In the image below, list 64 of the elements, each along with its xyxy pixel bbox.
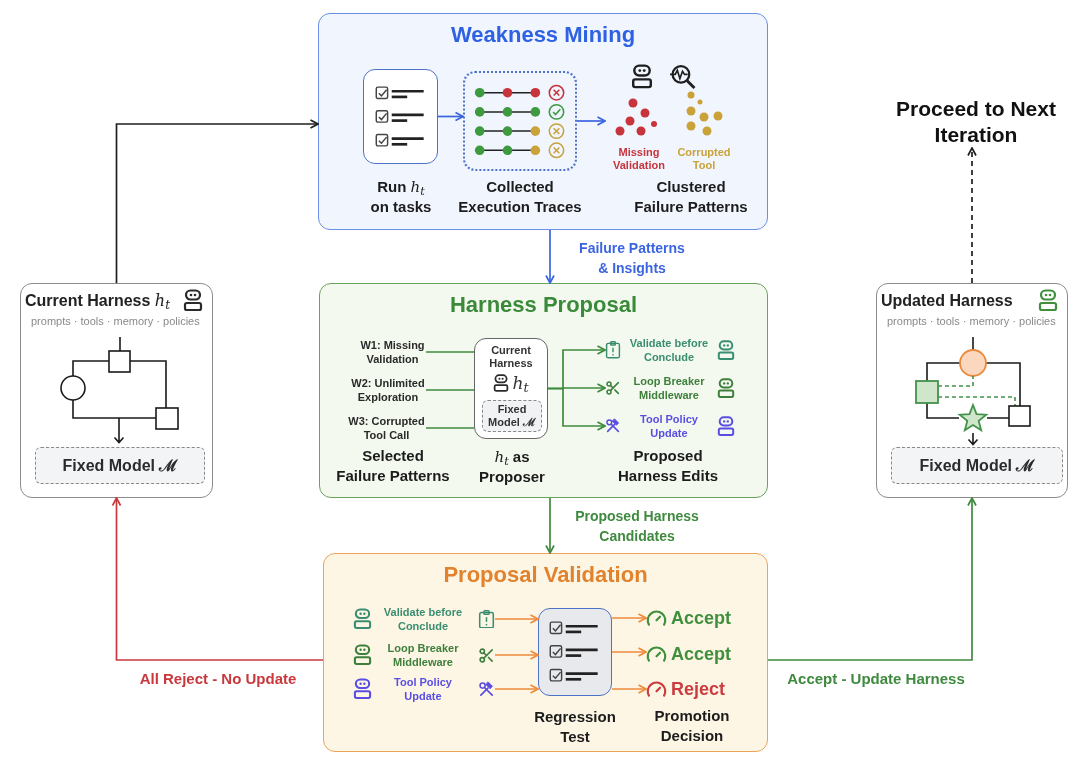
subtitle: prompts · tools · memory · policies <box>31 315 200 328</box>
node-label: h$_{t}$ as Proposer <box>478 447 546 487</box>
pattern-text: W1: Missing Validation <box>359 338 426 366</box>
dashed-arrow <box>967 147 977 284</box>
panel-title: Proposal Validation <box>443 561 648 589</box>
arrow <box>545 497 555 554</box>
box-text: Fixed Model ℳ <box>487 403 537 429</box>
math-symbol: h$_{t}$ <box>512 373 529 394</box>
arrow <box>576 116 606 126</box>
stage-panel <box>323 553 768 752</box>
node-label: Clustered Failure Patterns <box>633 177 749 217</box>
harness-panel <box>20 283 213 498</box>
edit-text: Tool Policy Update <box>393 675 453 703</box>
stage-panel <box>318 13 768 230</box>
node-label: Run h$_{t}$ on tasks <box>369 177 433 217</box>
pattern-text: W2: Unlimited Exploration <box>350 376 426 404</box>
arrow <box>611 647 647 657</box>
decision-text: Accept <box>671 643 732 666</box>
edit-text: Loop Breaker Middleware <box>386 641 460 669</box>
node-label: Regression Test <box>533 707 617 747</box>
trace-box <box>463 71 577 171</box>
checklist-card <box>538 608 612 696</box>
arrow <box>547 387 606 431</box>
cluster-label: Missing Validation <box>612 146 666 172</box>
connector-line <box>425 389 475 391</box>
proposer-box <box>474 338 548 439</box>
arrow <box>611 684 647 694</box>
arrow <box>545 229 555 284</box>
column-caption: Proposed Harness Edits <box>616 446 719 486</box>
box-text: Fixed Model ℳ <box>919 455 1035 476</box>
panel-title: Updated Harness <box>881 291 1013 311</box>
model-box <box>35 447 205 484</box>
column-caption: Promotion Decision <box>653 706 731 746</box>
arrow <box>494 650 539 660</box>
edit-text: Validate before Conclude <box>628 336 710 364</box>
checklist-card <box>363 69 438 164</box>
arrow <box>437 111 464 122</box>
node-label: Collected Execution Traces <box>457 177 583 217</box>
harness-panel <box>876 283 1068 498</box>
edit-text: Tool Policy Update <box>639 412 699 440</box>
subtitle: prompts · tools · memory · policies <box>887 315 1056 328</box>
panel-title: Current Harness h$_{t}$ <box>25 291 170 311</box>
box-text: Fixed Model ℳ <box>62 455 178 476</box>
panel-title: Weakness Mining <box>450 21 636 49</box>
arrow <box>611 613 647 623</box>
pattern-text: W3: Corrupted Tool Call <box>347 414 426 442</box>
heading: Proceed to Next Iteration <box>892 96 1060 148</box>
model-box <box>891 447 1063 484</box>
edit-text: Loop Breaker Middleware <box>632 374 706 402</box>
stage-panel <box>319 283 768 498</box>
decision-text: Reject <box>671 678 726 701</box>
connector-line <box>425 351 475 353</box>
edit-text: Validate before Conclude <box>382 605 464 633</box>
connector-line <box>425 427 475 429</box>
arrow <box>115 119 319 284</box>
box-text: Current Harness <box>488 344 534 370</box>
arrow <box>111 497 324 661</box>
arrow <box>494 684 539 694</box>
decision-text: Accept <box>671 607 732 630</box>
cluster-label: Corrupted Tool <box>676 146 732 172</box>
panel-title: Harness Proposal <box>449 291 638 319</box>
arrow <box>767 497 977 661</box>
arrow <box>494 614 539 624</box>
column-caption: Selected Failure Patterns <box>335 446 451 486</box>
